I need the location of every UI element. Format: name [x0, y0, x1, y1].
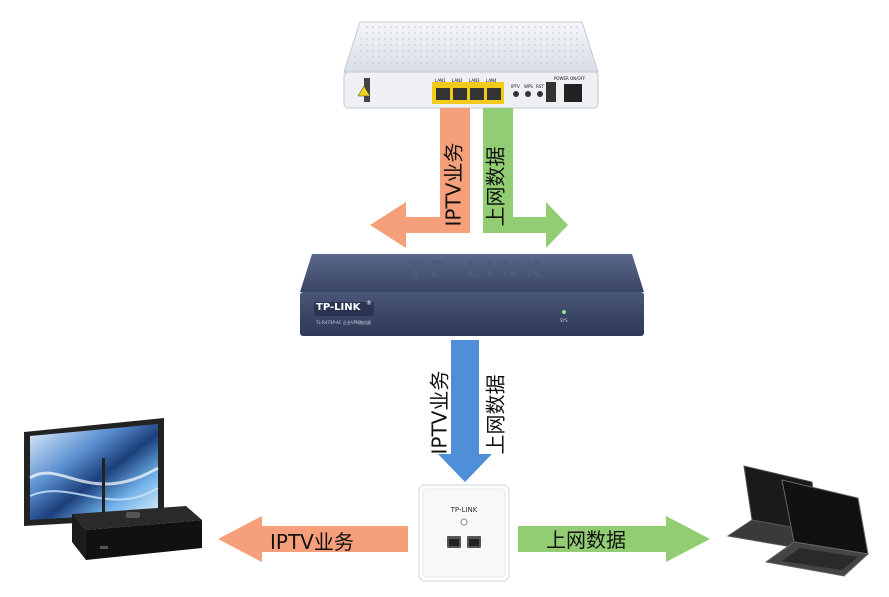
data-label-top: 上网数据	[483, 146, 508, 227]
data-label-mid: 上网数据	[483, 374, 508, 455]
router-port-label: LAN1	[435, 78, 446, 83]
top-arrows	[370, 108, 568, 248]
switch-emboss: TP-LINK	[408, 258, 548, 283]
router-port-label: LAN4	[486, 78, 497, 83]
router-device: LAN1 LAN2 LAN3 LAN4 IPTV WPS RST POWER O…	[340, 12, 602, 112]
panel-brand: TP-LINK	[450, 506, 478, 514]
switch-device: TP-LINK TP-LINK ® TL-R473P-AC 企业VPN路由器 S…	[298, 252, 646, 340]
iptv-label-mid: IPTV业务	[427, 370, 452, 455]
iptv-arrow-bottom	[218, 516, 408, 562]
switch-brand: TP-LINK	[316, 302, 361, 313]
router-port-label: LAN3	[469, 78, 480, 83]
wall-panel-device: TP-LINK	[418, 484, 510, 582]
iptv-arrow-top	[370, 108, 470, 248]
combined-arrow	[438, 340, 492, 482]
data-label-bottom: 上网数据	[546, 528, 626, 552]
router-misc-label: IPTV	[511, 84, 520, 89]
router-power-label: POWER	[554, 76, 569, 81]
iptv-label-bottom: IPTV业务	[270, 530, 354, 554]
tv-icon	[20, 418, 170, 536]
router-misc-label: RST	[536, 84, 544, 89]
switch-brand-suffix: ®	[366, 300, 372, 307]
router-port-label: LAN2	[452, 78, 463, 83]
set-top-box-icon	[66, 458, 206, 566]
switch-model: TL-R473P-AC 企业VPN路由器	[316, 320, 372, 325]
router-misc-label: WPS	[524, 84, 533, 89]
laptop-icon	[722, 462, 882, 580]
data-arrow-bottom	[518, 516, 710, 562]
iptv-label-top: IPTV业务	[441, 142, 466, 227]
switch-led-label: SYS	[560, 318, 568, 323]
router-power-label: ON/OFF	[570, 76, 586, 81]
data-arrow-top	[483, 108, 568, 248]
